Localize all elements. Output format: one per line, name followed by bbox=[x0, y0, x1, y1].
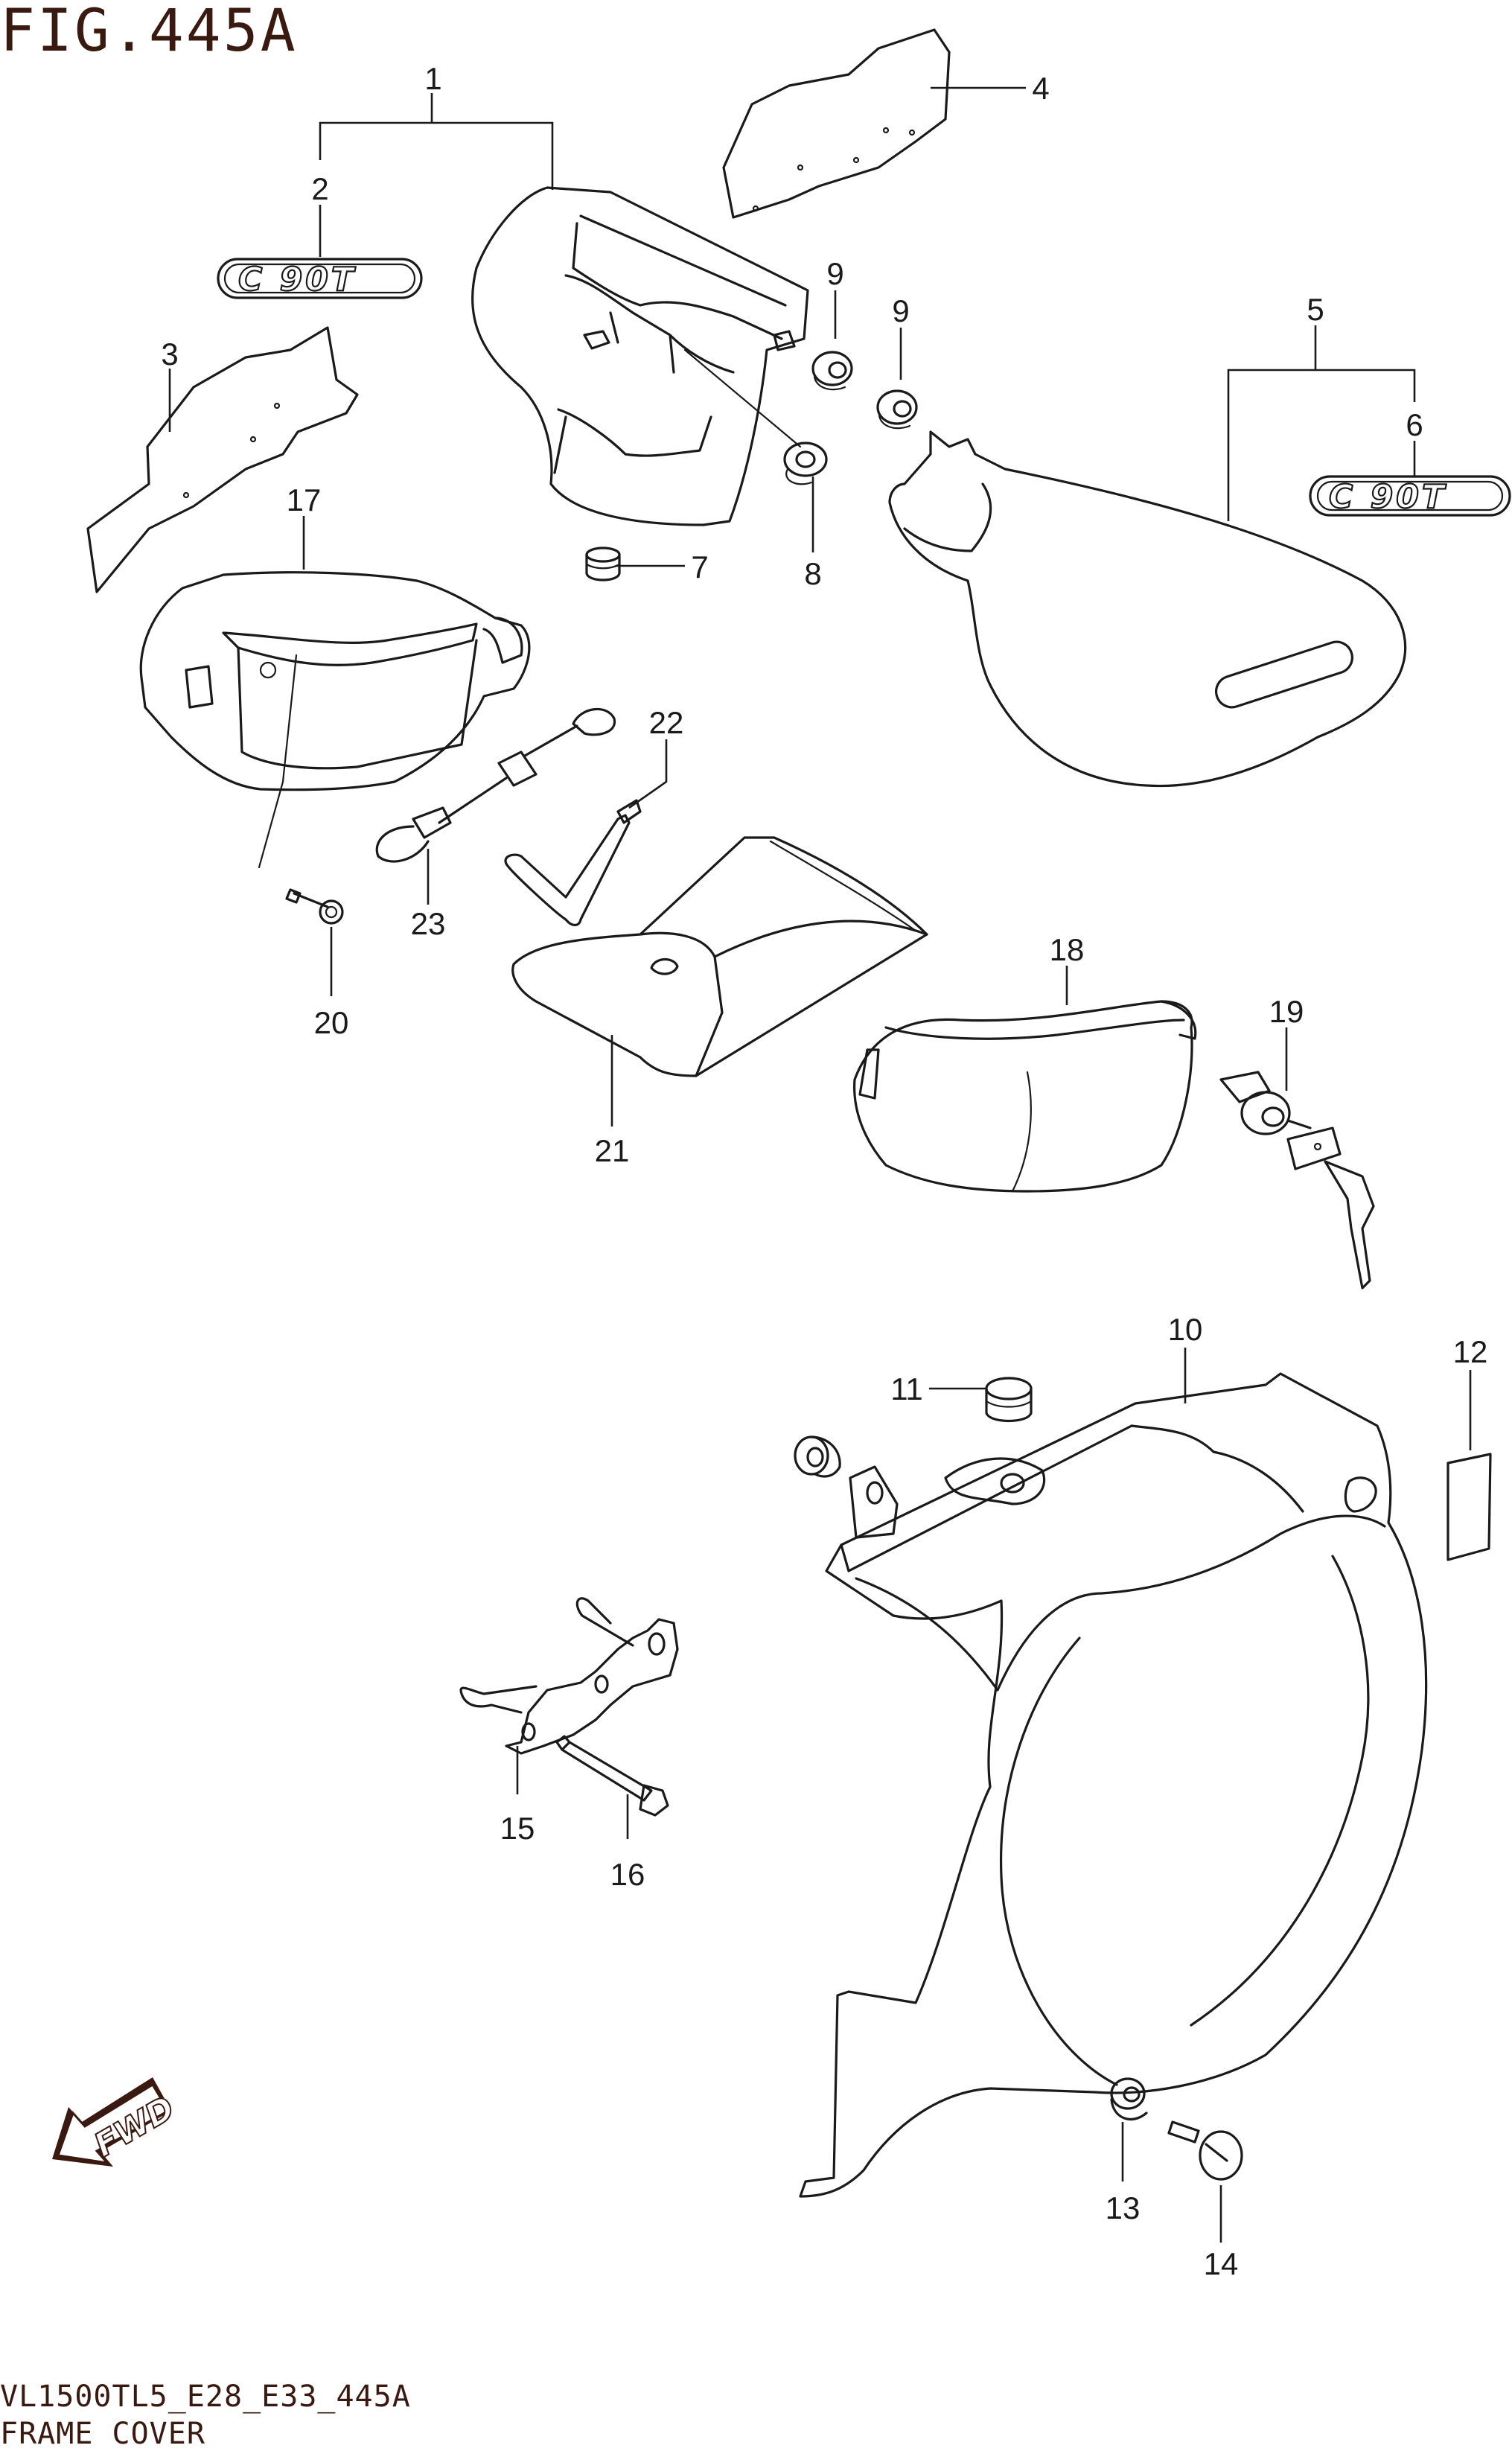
figure-title: FIG.445A bbox=[0, 0, 298, 65]
callout-23: 23 bbox=[411, 906, 446, 941]
part-screw-14 bbox=[1167, 2120, 1243, 2181]
emblem-text-left: C 90T bbox=[238, 261, 357, 299]
part-side-plate-4 bbox=[722, 28, 951, 219]
fwd-arrow-icon: FWD bbox=[52, 2077, 182, 2167]
callout-5: 5 bbox=[1307, 292, 1324, 327]
part-emblem-left: C 90T bbox=[217, 258, 423, 299]
part-storage-box-17 bbox=[139, 571, 531, 791]
callout-14: 14 bbox=[1204, 2246, 1239, 2281]
part-right-frame-cover bbox=[888, 430, 1407, 788]
bolt-icon bbox=[285, 888, 344, 925]
callout-12: 12 bbox=[1453, 1334, 1488, 1369]
part-left-frame-cover bbox=[471, 186, 809, 526]
callout-21: 21 bbox=[595, 1133, 630, 1168]
part-hex-wrench-22 bbox=[504, 799, 642, 927]
callout-labels: 1 2 3 4 5 6 7 8 9 9 10 11 12 13 14 15 16… bbox=[161, 61, 1487, 2281]
part-grommet-7 bbox=[585, 546, 621, 581]
callout-22: 22 bbox=[649, 705, 684, 740]
model-code: VL1500TL5_E28_E33_445A bbox=[0, 2380, 411, 2414]
lock-cylinder-icon bbox=[1219, 1071, 1312, 1135]
callout-19: 19 bbox=[1269, 994, 1304, 1029]
callout-16: 16 bbox=[610, 1857, 645, 1892]
part-bracket-15 bbox=[459, 1597, 679, 1755]
callout-1: 1 bbox=[424, 61, 441, 96]
callout-11: 11 bbox=[890, 1371, 923, 1406]
key-icon bbox=[1286, 1126, 1375, 1290]
part-lower-frame-cover-10 bbox=[799, 1372, 1428, 2198]
part-grommet-9a bbox=[811, 351, 853, 391]
callout-6: 6 bbox=[1406, 407, 1423, 442]
part-emblem-right: C 90T bbox=[1309, 475, 1511, 517]
part-grommet-8 bbox=[783, 442, 828, 485]
callout-3: 3 bbox=[161, 337, 178, 372]
callout-7: 7 bbox=[691, 549, 708, 584]
part-helmet-cable-23 bbox=[375, 707, 616, 863]
part-tool-pouch-21 bbox=[511, 836, 928, 1077]
part-label-12 bbox=[1446, 1453, 1492, 1561]
part-grommet-11 bbox=[985, 1377, 1033, 1422]
callout-10: 10 bbox=[1168, 1312, 1203, 1347]
callout-9a: 9 bbox=[826, 256, 843, 291]
callout-15: 15 bbox=[500, 1811, 535, 1846]
callout-18: 18 bbox=[1050, 932, 1085, 967]
part-grommet-10-mount bbox=[794, 1435, 841, 1478]
leader-lines bbox=[168, 86, 1472, 2243]
callout-4: 4 bbox=[1032, 71, 1049, 106]
part-side-plate-3 bbox=[86, 326, 359, 593]
callout-13: 13 bbox=[1106, 2190, 1141, 2225]
part-bolt-16 bbox=[555, 1735, 669, 1817]
part-grommet-9b bbox=[876, 389, 918, 430]
callout-2: 2 bbox=[311, 171, 328, 206]
callout-9b: 9 bbox=[892, 293, 909, 328]
emblem-text-right: C 90T bbox=[1329, 478, 1447, 516]
callout-17: 17 bbox=[287, 482, 322, 517]
figure-caption: FRAME COVER bbox=[0, 2417, 205, 2451]
part-helmet-box-18 bbox=[853, 1000, 1197, 1193]
part-grommet-13 bbox=[1110, 2077, 1148, 2121]
callout-20: 20 bbox=[314, 1005, 349, 1040]
callout-8: 8 bbox=[804, 556, 821, 591]
